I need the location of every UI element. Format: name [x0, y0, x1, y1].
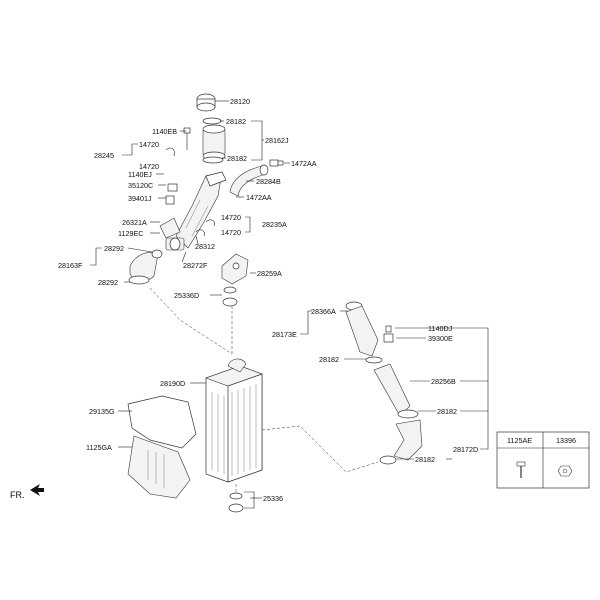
label-26321A: 26321A [122, 218, 147, 227]
elbow-26321A [159, 217, 181, 239]
label-28182-d: 28182 [437, 407, 457, 416]
label-39401J: 39401J [128, 194, 152, 203]
label-28292-b: 28292 [98, 278, 118, 287]
label-29135G: 29135G [89, 407, 115, 416]
label-28245: 28245 [94, 151, 114, 160]
fastener-table: 1125AE 13396 [496, 431, 590, 489]
label-28284B: 28284B [256, 177, 281, 186]
clamp-28182-d [397, 409, 419, 419]
label-28120: 28120 [230, 97, 250, 106]
dashed-routing-lines [149, 287, 379, 492]
nut-icon [557, 465, 573, 477]
label-28182-b: 28182 [227, 154, 247, 163]
label-25336: 25336 [263, 494, 283, 503]
grommet-25336D [222, 286, 238, 307]
label-28366A: 28366A [311, 307, 336, 316]
clamp-28182-e [379, 455, 397, 465]
front-arrow-icon [30, 484, 44, 496]
label-28235A: 28235A [262, 220, 287, 229]
label-28259A: 28259A [257, 269, 282, 278]
pipe-28256B [373, 363, 411, 417]
label-28163F: 28163F [58, 261, 83, 270]
hose-28173E [345, 305, 379, 357]
hose-28162J [202, 124, 226, 161]
clamp-28182-top [202, 117, 222, 125]
label-35120C: 35120C [128, 181, 153, 190]
sensor-1472AA [269, 159, 284, 167]
label-28272F: 28272F [183, 261, 208, 270]
hose-28272F [165, 237, 185, 251]
clip-14720-c [205, 219, 215, 227]
clip-14720-d [195, 229, 205, 237]
label-14720-c: 14720 [221, 213, 241, 222]
label-28172D: 28172D [453, 445, 478, 454]
label-39300E: 39300E [428, 334, 453, 343]
label-28292-a: 28292 [104, 244, 124, 253]
bracket-28259A [221, 253, 249, 285]
label-28256B: 28256B [431, 377, 456, 386]
label-25336D: 25336D [174, 291, 199, 300]
label-28312: 28312 [195, 242, 215, 251]
intercooler-28190D [205, 358, 263, 483]
label-14720-b: 14720 [139, 162, 159, 171]
label-1472AA-a: 1472AA [291, 159, 317, 168]
label-fr: FR. [10, 490, 25, 500]
table-header-13396: 13396 [556, 436, 576, 445]
label-28173E: 28173E [272, 330, 297, 339]
label-14720-a: 14720 [139, 140, 159, 149]
table-header-1125AE: 1125AE [507, 436, 532, 445]
clip-14720-a [165, 147, 175, 157]
label-1125GA: 1125GA [86, 443, 112, 452]
label-28190D: 28190D [160, 379, 185, 388]
label-1140DJ: 1140DJ [428, 324, 453, 333]
hose-28163F [128, 249, 163, 285]
label-1472AA-b: 1472AA [246, 193, 272, 202]
label-14720-d: 14720 [221, 228, 241, 237]
flange-28120 [196, 93, 216, 112]
leader-lines [90, 100, 489, 509]
label-28182-c: 28182 [319, 355, 339, 364]
hose-28172D [393, 419, 423, 461]
clamp-28182-c [365, 356, 383, 364]
bolt-icon [516, 461, 526, 478]
clamp-28182-second [202, 156, 224, 164]
sensor-35120C [165, 183, 178, 205]
label-28182-e: 28182 [415, 455, 435, 464]
label-1129EC: 1129EC [118, 229, 143, 238]
duct-29135G [127, 395, 197, 499]
pipe-28245 [175, 171, 227, 249]
bolt-1140EB [183, 127, 191, 150]
sensor-39300E [383, 325, 394, 343]
label-1140EJ: 1140EJ [128, 170, 152, 179]
label-1140EB: 1140EB [152, 127, 177, 136]
label-28162J: 28162J [265, 136, 289, 145]
grommet-25336-bottom [228, 492, 244, 513]
part-labels: 28120 28182 1140EB 28162J 28245 14720 28… [10, 97, 478, 503]
label-28182-a: 28182 [226, 117, 246, 126]
